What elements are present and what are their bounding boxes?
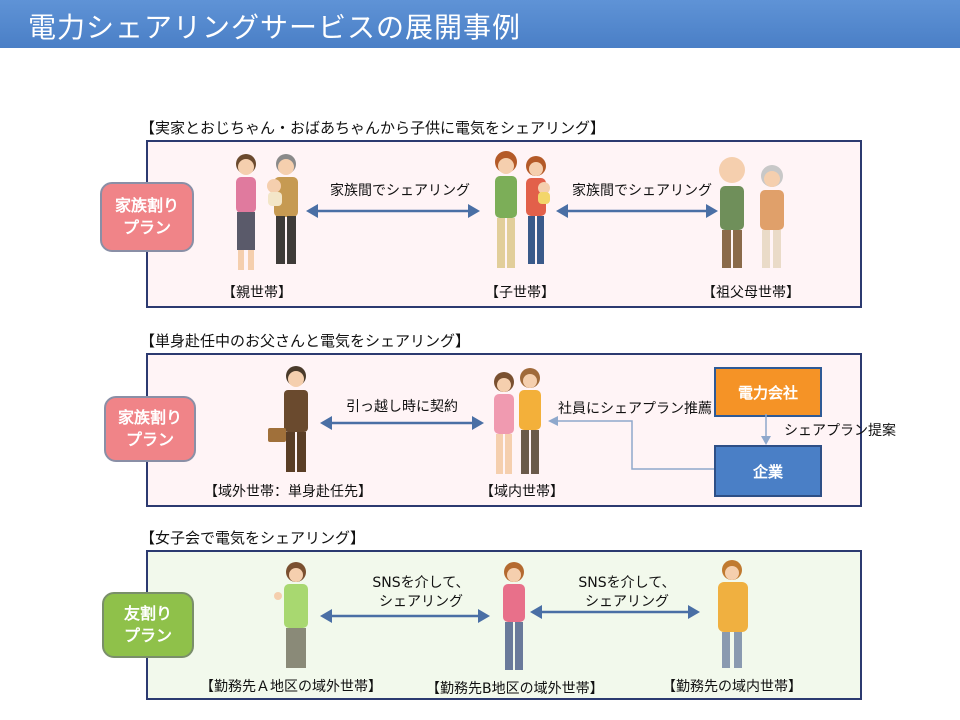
plan-badge-line2: プラン — [125, 430, 174, 449]
inner-workplace-household-label: 【勤務先の域内世帯】 — [662, 679, 802, 695]
share-arrow-label-1: 家族間でシェアリング — [330, 183, 470, 199]
inside-household-label: 【域内世帯】 — [480, 484, 564, 500]
section-1-heading: 【実家とおじちゃん・おばあちゃんから子供に電気をシェアリング】 — [140, 119, 606, 137]
woman-figure-a — [274, 562, 308, 668]
sns-label-line2: シェアリング — [379, 594, 463, 610]
sns-arrow-label-1: SNSを介して、 シェアリング — [366, 574, 476, 612]
children-household-figure — [495, 151, 550, 268]
sns-label-line1: SNSを介して、 — [578, 575, 676, 591]
recommend-arrow-label: 社員にシェアプラン推薦 — [558, 401, 712, 417]
power-company-box: 電力会社 — [714, 367, 822, 417]
plan-badge-line1: 友割り — [123, 604, 172, 623]
outside-household-label: 【域外世帯：単身赴任先】 — [204, 484, 372, 500]
children-household-label: 【子世帯】 — [485, 285, 555, 301]
contract-arrow-label: 引っ越し時に契約 — [346, 399, 458, 415]
businessman-figure — [268, 366, 308, 472]
section-2-heading: 【単身赴任中のお父さんと電気をシェアリング】 — [140, 332, 471, 350]
area-a-household-label: 【勤務先Ａ地区の域外世帯】 — [200, 679, 382, 695]
page-title: 電力シェアリングサービスの展開事例 — [28, 11, 522, 44]
proposal-arrow-label: シェアプラン提案 — [784, 423, 896, 439]
inner-household-figure — [494, 368, 541, 474]
section-3-plan-badge: 友割り プラン — [102, 592, 194, 658]
plan-badge-line1: 家族割り — [114, 196, 179, 215]
area-b-household-label: 【勤務先B地区の域外世帯】 — [426, 681, 604, 697]
section-3-heading: 【女子会で電気をシェアリング】 — [140, 529, 366, 547]
share-arrow-label-2: 家族間でシェアリング — [572, 183, 712, 199]
grandparents-household-label: 【祖父母世帯】 — [702, 285, 800, 301]
plan-badge-line2: プラン — [123, 626, 172, 645]
grandparents-household-figure — [719, 157, 784, 268]
section-1-plan-badge: 家族割り プラン — [100, 182, 194, 252]
section-2-plan-badge: 家族割り プラン — [104, 396, 196, 462]
title-bar: 電力シェアリングサービスの展開事例 — [0, 0, 960, 48]
sns-arrow-label-2: SNSを介して、 シェアリング — [572, 574, 682, 612]
woman-figure-c — [718, 560, 748, 668]
plan-badge-line1: 家族割り — [117, 408, 182, 427]
woman-figure-b — [503, 562, 525, 670]
plan-badge-line2: プラン — [122, 218, 171, 237]
parents-household-figure — [236, 154, 298, 270]
sns-label-line2: シェアリング — [585, 594, 669, 610]
company-box: 企業 — [714, 445, 822, 497]
sns-label-line1: SNSを介して、 — [372, 575, 470, 591]
parents-household-label: 【親世帯】 — [222, 285, 292, 301]
